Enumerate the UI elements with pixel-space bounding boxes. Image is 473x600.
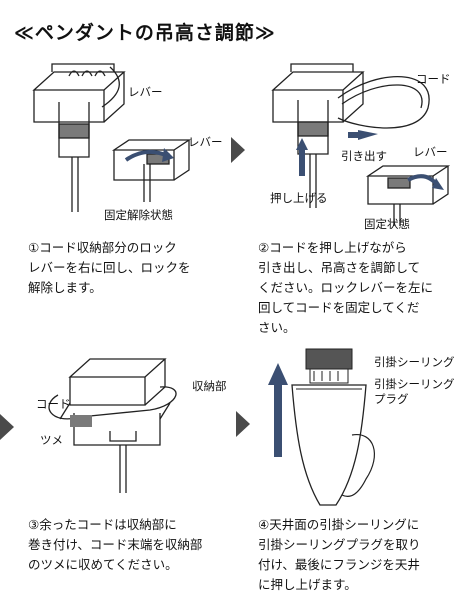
label-unlocked-state: 固定解除状態	[104, 208, 173, 222]
label-locked-state: 固定状態	[364, 217, 410, 231]
page-title: ≪ペンダントの吊高さ調節≫	[14, 22, 276, 44]
step1-text: ①コード収納部分のロックレバーを右に回し、ロックを解除します。	[28, 240, 191, 295]
label-cord-3: コード	[36, 397, 71, 411]
panel2-illustration	[271, 63, 451, 226]
label-cord: コード	[416, 72, 451, 86]
panel3-illustration	[48, 358, 177, 493]
step4-text: ④天井面の引掛シーリングに引掛シーリングプラグを取り付け、最後にフランジを天井に…	[258, 517, 421, 592]
label-ceiling-plug-2: プラグ	[374, 392, 409, 406]
step-arrow-right-2-icon	[236, 411, 250, 437]
label-ceiling-ring: 引掛シーリング	[374, 355, 455, 369]
label-push-up: 押し上げる	[270, 191, 328, 205]
label-ceiling-plug-1: 引掛シーリング	[374, 377, 455, 391]
step3-text: ③余ったコードは収納部に巻き付け、コード末端を収納部のツメに収めてください。	[28, 517, 203, 572]
panel1-illustration	[32, 63, 192, 212]
label-lever: レバー	[413, 145, 448, 159]
label-tab: ツメ	[40, 433, 63, 447]
label-lever-top: レバー	[128, 85, 163, 99]
step-arrow-right-icon	[231, 137, 245, 163]
label-pull-out: 引き出す	[341, 149, 387, 163]
panel4-illustration	[268, 348, 375, 506]
label-storage: 収納部	[192, 379, 227, 393]
label-lever-bottom: レバー	[188, 135, 223, 149]
step-arrow-left-edge-icon	[0, 414, 14, 440]
step2-text: ②コードを押し上げながら引き出し、吊高さを調節してください。ロックレバーを左に回…	[258, 240, 434, 335]
